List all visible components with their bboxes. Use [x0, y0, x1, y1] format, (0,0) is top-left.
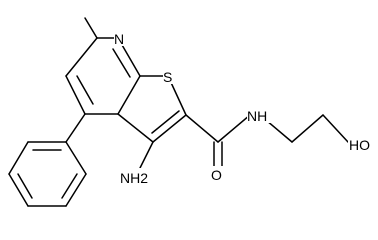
atom-label-amide-nh: NH — [247, 108, 267, 124]
atom-label-carbonyl-o: O — [211, 167, 222, 183]
bond-c5-c6 — [65, 37, 98, 77]
bond-n7-c7a-inner — [112, 48, 131, 78]
bond-ch2-oh — [322, 114, 349, 143]
bond-ph4-ph5 — [8, 173, 29, 207]
bond-c2-c3-inner — [151, 110, 180, 134]
bond-ph1-ph2 — [65, 141, 87, 175]
bond-c2-carbonyl — [185, 114, 219, 143]
bond-ph-inner-b — [61, 173, 78, 199]
bond-ch2-ch2 — [291, 114, 324, 143]
bond-carbonyl-nh — [217, 114, 251, 143]
bond-c2-c3 — [152, 114, 187, 143]
atom-label-ring-n: N — [114, 31, 124, 47]
bond-c4-c5 — [65, 75, 86, 115]
bond-c7a-c3a — [117, 75, 141, 115]
bond-ph2-ph3 — [65, 173, 87, 207]
atom-label-ring-s: S — [163, 69, 172, 85]
bond-c3-c3a — [117, 113, 154, 143]
atom-label-hydroxyl: HO — [349, 137, 370, 153]
bond-c4-c5-inner — [76, 75, 94, 105]
bond-ph5-ph6 — [8, 141, 29, 175]
bond-c3-amine — [139, 141, 154, 169]
molecule-structure: N S NH2 NH O HO — [8, 17, 371, 207]
bond-c4-phenyl — [65, 113, 86, 143]
atom-label-amine: NH2 — [120, 170, 148, 186]
bond-methyl — [84, 17, 98, 39]
bond-ph-inner-c — [17, 173, 33, 199]
